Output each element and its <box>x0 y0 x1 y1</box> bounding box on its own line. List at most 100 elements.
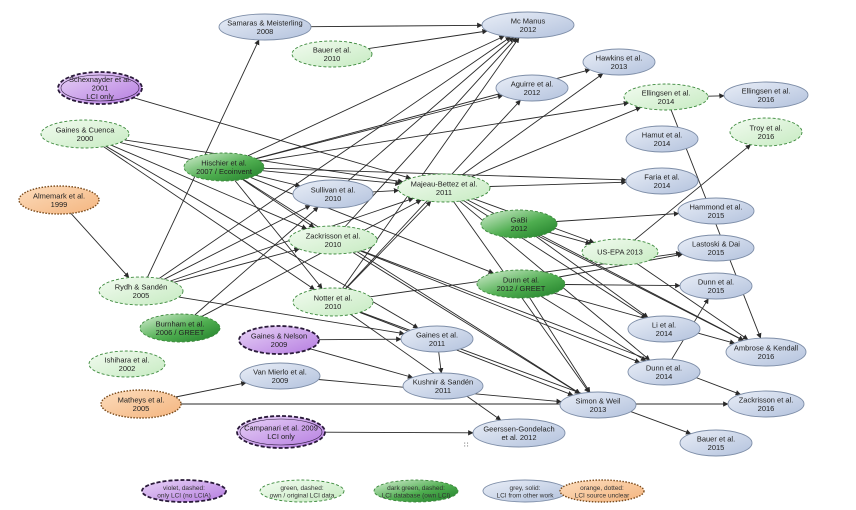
legend-item-grey-label: LCI from other work <box>496 492 554 499</box>
citation-arrow-rydh-to-gaines2011 <box>178 296 405 336</box>
node-ambrose-label: 2016 <box>758 352 775 361</box>
node-rydh-label: Rydh & Sandén <box>115 282 168 291</box>
citation-arrow-burnham-to-majeau <box>201 199 422 317</box>
node-hammond: Hammond et al.2015 <box>677 197 755 225</box>
node-kushnir-label: 2011 <box>435 386 451 395</box>
node-bauer2015-label: Bauer et al. <box>697 434 735 443</box>
citation-arrow-scheyder-to-majeau <box>133 97 412 180</box>
node-vanmierlo-label: 2009 <box>272 376 289 385</box>
legend-item-violet: violet, dashed:only LCI (no LCIA) <box>141 479 227 503</box>
citation-arrow-gainesnelson-to-gaines2011 <box>318 336 402 342</box>
node-hammond-label: Hammond et al. <box>690 202 743 211</box>
node-scheyder-ellipse <box>57 71 143 105</box>
node-vanmierlo: Van Mierlo et al.2009 <box>239 362 321 390</box>
citation-arrow-rydh-to-mcmanus <box>159 36 511 279</box>
node-faria-label: Faria et al. <box>644 172 679 181</box>
citation-arrow-burnham-to-sullivan <box>194 206 319 316</box>
node-almemark-ellipse <box>18 185 100 215</box>
node-li: Li et al.2014 <box>627 315 701 343</box>
citation-arrow-gabi-to-usepa <box>549 231 592 246</box>
node-zackrisson2016-label: 2016 <box>758 404 775 413</box>
citation-arrow-majeau-to-faria <box>489 179 627 187</box>
citation-arrow-rydh-to-sullivan <box>163 205 311 280</box>
node-ishihara-label: Ishihara et al. <box>104 355 149 364</box>
node-lastoski-ellipse <box>677 234 755 262</box>
node-ishihara-ellipse <box>88 350 166 378</box>
node-campanari-label: LCI only <box>267 432 295 441</box>
node-burnham: Burnham et al.2006 / GREET <box>139 313 221 343</box>
legend-item-darkgreen-label: dark green, dashed: <box>387 485 445 492</box>
legend-item-darkgreen: dark green, dashed:LCI database (own LCI… <box>373 479 459 503</box>
edge-crossing-mark: ∷ <box>464 442 468 449</box>
node-li-ellipse <box>627 315 701 343</box>
node-almemark-label: Almemark et al. <box>33 191 85 200</box>
citation-arrow-hischier-to-notter <box>234 180 323 289</box>
citation-arrow-campanari-to-geerssen <box>324 430 474 436</box>
citation-arrow-zackrisson2010-to-simon <box>352 252 581 394</box>
node-campanari-ellipse <box>236 415 326 449</box>
node-mcmanus-ellipse <box>481 11 575 39</box>
node-zackrisson2016-ellipse <box>727 390 805 418</box>
node-burnham-label: 2006 / GREET <box>156 328 205 337</box>
node-ellingsen2016-label: 2016 <box>758 95 775 104</box>
citation-arrow-gaines2000-to-notter <box>103 146 316 290</box>
node-dunn2014: Dunn et al.2014 <box>627 358 701 386</box>
node-dunn2012-label: 2012 / GREET <box>497 284 546 293</box>
node-bauer2010-label: 2010 <box>324 54 341 63</box>
legend-item-green-label: green, dashed: <box>280 485 324 492</box>
node-gaines2011-ellipse <box>400 325 474 353</box>
node-gaines2011-label: Gaines et al. <box>416 330 458 339</box>
node-gabi-label: 2012 <box>511 224 528 233</box>
node-ellingsen2014-label: Ellingsen et al. <box>642 88 691 97</box>
legend-item-grey-label: grey, solid: <box>510 485 541 492</box>
node-ishihara: Ishihara et al.2002 <box>88 350 166 378</box>
node-zackrisson2016-label: Zackrisson et al. <box>739 395 794 404</box>
node-bauer2015-label: 2015 <box>708 443 725 452</box>
node-faria: Faria et al.2014 <box>625 167 699 195</box>
legend-item-green-ellipse <box>259 479 345 503</box>
citation-arrow-gabi-to-hammond <box>556 211 680 222</box>
node-troy: Troy et al.2016 <box>729 117 803 147</box>
node-faria-label: 2014 <box>654 181 671 190</box>
node-campanari-label: Campanari et al. 2009 <box>244 423 318 432</box>
node-ellingsen2016-label: Ellingsen et al. <box>742 86 791 95</box>
node-faria-ellipse <box>625 167 699 195</box>
node-samaras-label: 2008 <box>257 27 274 36</box>
legend-item-darkgreen-ellipse <box>373 479 459 503</box>
node-troy-label: Troy et al. <box>749 123 782 132</box>
node-burnham-label: Burnham et al. <box>156 319 205 328</box>
node-dunn2014-ellipse <box>627 358 701 386</box>
node-dunn2015-label: 2015 <box>708 286 725 295</box>
legend-item-orange: orange, dotted:LCI source unclear <box>559 479 645 503</box>
legend-item-darkgreen-label: LCI database (own LCI) <box>382 492 451 499</box>
node-sullivan-label: Sullivan et al. <box>311 185 356 194</box>
citation-arrow-hischier-to-ellingsen2014 <box>260 100 630 162</box>
node-notter-ellipse <box>292 287 374 317</box>
citation-arrow-usepa-to-ambrose <box>636 263 749 340</box>
legend-item-orange-label: orange, dotted: <box>580 485 624 492</box>
node-scheyder-label: LCI only <box>86 92 114 101</box>
citation-arrow-notter-to-geerssen <box>350 314 502 421</box>
node-rydh-label: 2005 <box>133 291 150 300</box>
node-rydh-ellipse <box>98 276 184 306</box>
node-ellingsen2014-label: 2014 <box>658 97 675 106</box>
node-dunn2015-ellipse <box>679 272 753 300</box>
citation-arrow-samaras-to-mcmanus <box>310 22 483 29</box>
edges-layer: ∷ <box>70 22 762 449</box>
citation-arrow-zackrisson2010-to-mcmanus <box>344 37 517 227</box>
node-sullivan-ellipse <box>292 179 374 209</box>
node-gabi-ellipse <box>480 209 558 239</box>
node-aguirre: Aguirre et al.2012 <box>495 74 569 102</box>
node-gaines2000-label: 2000 <box>77 134 94 143</box>
node-geerssen-label: et al. 2012 <box>501 433 536 442</box>
citation-arrow-almemark-to-rydh <box>70 213 130 279</box>
legend-item-violet-label: only LCI (no LCIA) <box>157 492 210 499</box>
node-hammond-ellipse <box>677 197 755 225</box>
node-ellingsen2014: Ellingsen et al.2014 <box>623 83 709 111</box>
node-sullivan: Sullivan et al.2010 <box>292 179 374 209</box>
node-usepa-ellipse <box>581 238 659 266</box>
